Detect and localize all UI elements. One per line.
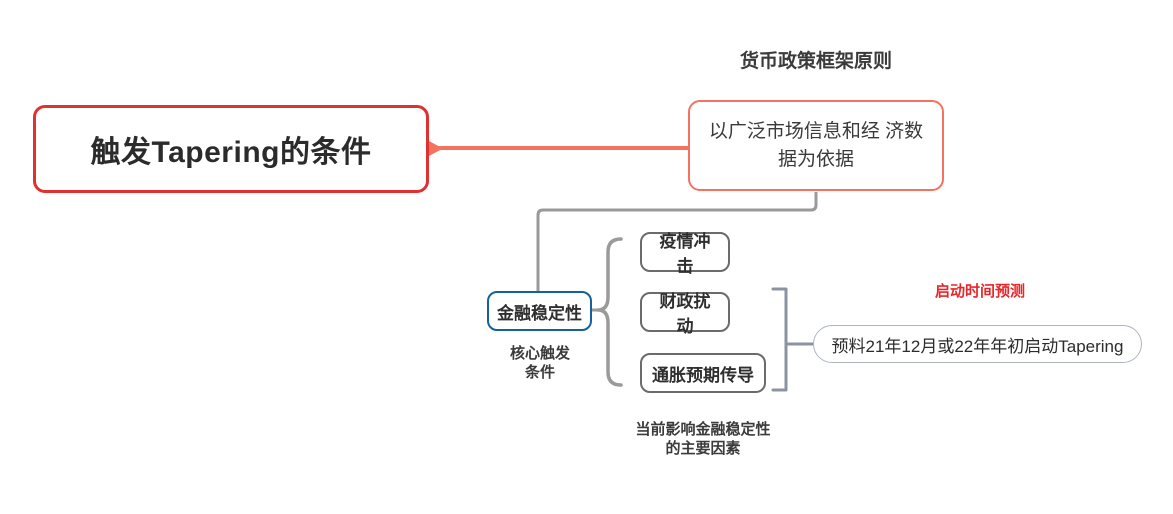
root-node-tapering-conditions[interactable]: 触发Tapering的条件	[33, 105, 429, 193]
node-factor-fiscal-disturbance[interactable]: 财政扰动	[640, 292, 730, 336]
bracket-factors-forecast	[771, 287, 788, 392]
arrowhead-icon	[429, 141, 443, 156]
branch-label-launch-time-forecast: 启动时间预测	[934, 283, 1025, 300]
node-financial-stability[interactable]: 金融稳定性	[487, 291, 592, 331]
branch-label-core-trigger-condition: 核心触发 条件	[509, 345, 570, 381]
node-market-info-economic-data[interactable]: 以广泛市场信息和经 济数据为依据	[688, 100, 944, 191]
brace-stability-factors	[596, 237, 623, 387]
node-tapering-launch-forecast[interactable]: 预料21年12月或22年年初启动Tapering	[813, 325, 1142, 363]
branch-label-monetary-policy-framework: 货币政策框架原则	[739, 51, 892, 72]
node-factor-pandemic-shock[interactable]: 疫情冲击	[640, 232, 730, 276]
branch-label-main-factors: 当前影响金融稳定性 的主要因素	[635, 421, 771, 457]
connector-framework-stability	[536, 192, 818, 291]
node-factor-inflation-expectation-transmission[interactable]: 通胀预期传导	[640, 353, 766, 393]
